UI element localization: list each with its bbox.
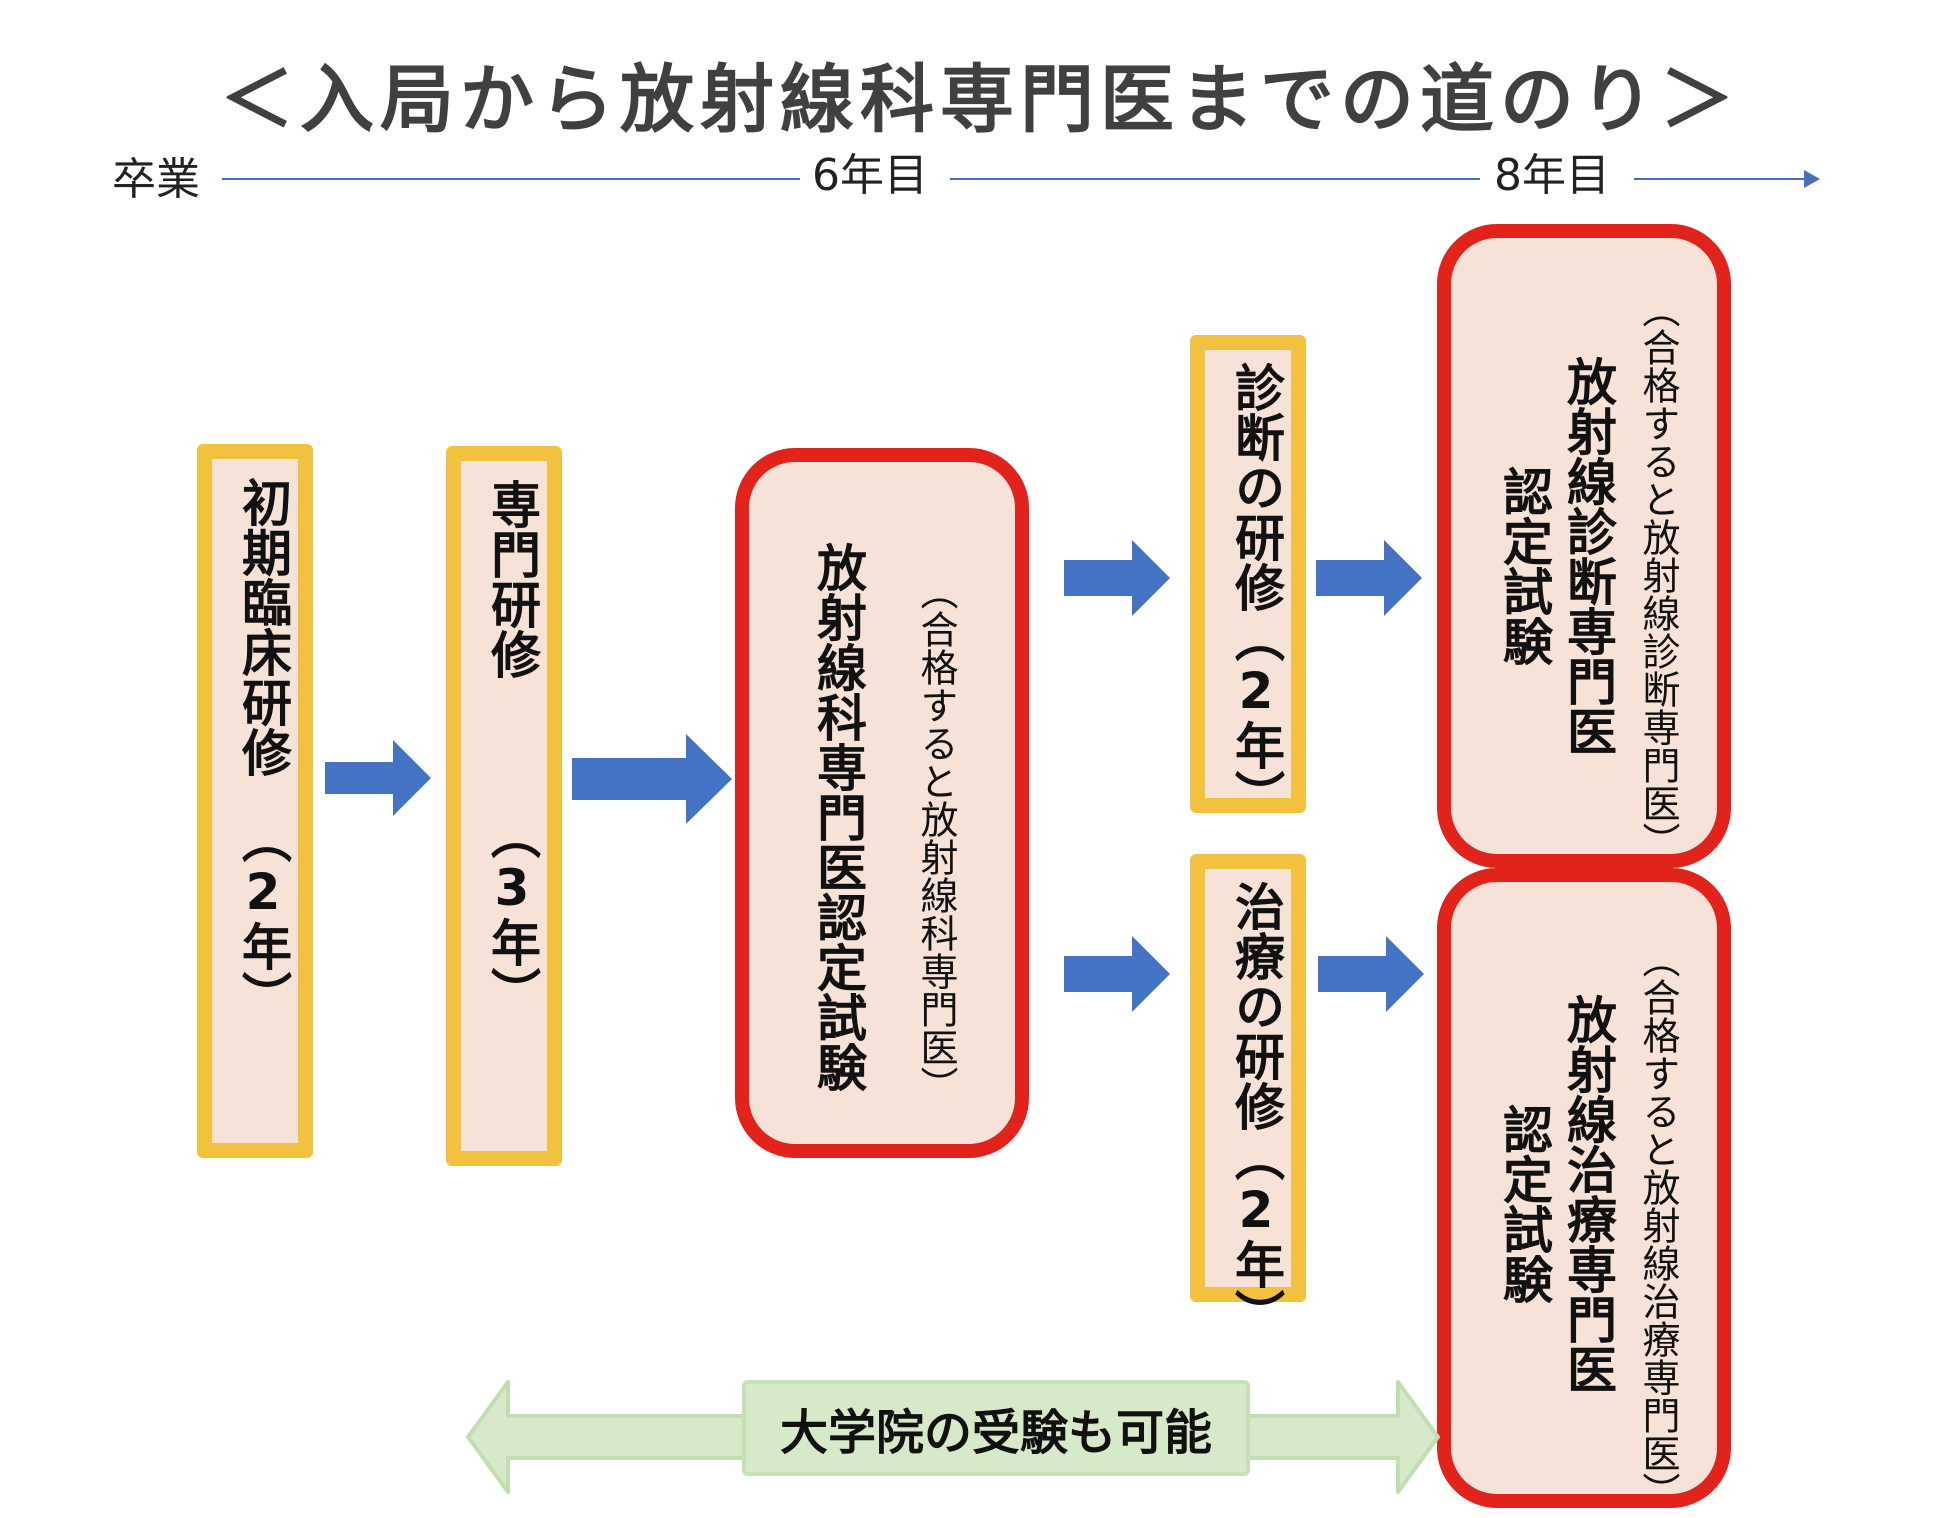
stage-initial-label: 初期臨床研修	[234, 477, 292, 777]
arrow-right-icon	[1316, 540, 1422, 616]
stage-therapy-label: 治療の研修	[1227, 881, 1285, 1131]
stage-diagnosis-label: 診断の研修	[1227, 362, 1285, 612]
timeline-segment-3	[1634, 178, 1806, 180]
arrow-right-icon	[325, 740, 431, 816]
exam-diagnosis-specialist: （合格すると放射線診断専門医） 放射線診断専門医 認定試験	[1437, 224, 1731, 868]
timeline-start-label: 卒業	[112, 154, 200, 205]
timeline-end-label: 8年目	[1494, 150, 1610, 201]
arrow-right-icon	[1064, 936, 1170, 1012]
arrow-right-icon	[572, 734, 732, 824]
arrow-right-icon	[1318, 936, 1424, 1012]
exam-therapy-note: （合格すると放射線治療専門医）	[1636, 940, 1680, 1510]
exam-radiology-specialist: 放射線科専門医認定試験 （合格すると放射線科専門医）	[735, 448, 1029, 1158]
timeline-mid-label: 6年目	[812, 150, 928, 201]
timeline-arrowhead-icon	[1804, 170, 1820, 188]
timeline-segment-2	[950, 178, 1480, 180]
exam-therapy-specialist: （合格すると放射線治療専門医） 放射線治療専門医 認定試験	[1437, 868, 1731, 1510]
stage-initial-training: 初期臨床研修 （2年）	[197, 444, 313, 1158]
exam-radiology-note: （合格すると放射線科専門医）	[914, 572, 958, 1104]
exam-therapy-line1: 放射線治療専門医	[1559, 994, 1617, 1394]
exam-therapy-line2: 認定試験	[1495, 1104, 1553, 1304]
exam-diagnosis-line1: 放射線診断専門医	[1559, 356, 1617, 756]
graduate-school-label: 大学院の受験も可能	[742, 1380, 1250, 1476]
page-title: ＜入局から放射線科専門医までの道のり＞	[220, 57, 1740, 143]
exam-radiology-label: 放射線科専門医認定試験	[809, 542, 867, 1092]
exam-diagnosis-note: （合格すると放射線診断専門医）	[1636, 290, 1680, 860]
exam-diagnosis-line2: 認定試験	[1495, 466, 1553, 666]
stage-initial-duration: （2年）	[234, 813, 292, 1021]
arrow-right-icon	[1064, 540, 1170, 616]
stage-therapy-training: 治療の研修（2年）	[1190, 854, 1306, 1339]
stage-diagnosis-duration: （2年）	[1227, 612, 1285, 820]
stage-therapy-duration: （2年）	[1227, 1131, 1285, 1339]
stage-specialist-training: 専門研修 （3年）	[446, 446, 562, 1166]
stage-diagnosis-training: 診断の研修（2年）	[1190, 335, 1306, 820]
timeline-segment-1	[222, 178, 800, 180]
stage-specialist-label: 専門研修	[483, 479, 541, 679]
stage-specialist-duration: （3年）	[483, 809, 541, 1017]
